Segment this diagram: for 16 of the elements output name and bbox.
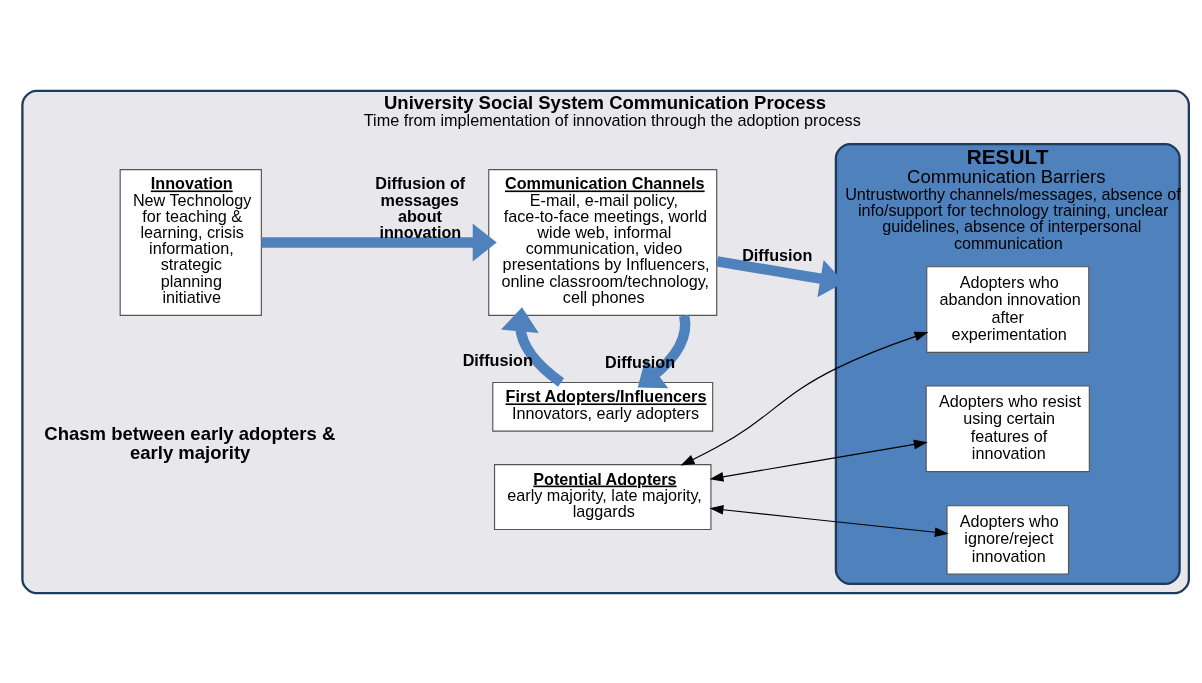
edge-label: Diffusion of messages about innovation	[375, 173, 466, 241]
node-box: Innovation New Technology for teaching & learning, crisis information, strategic planning initiative	[119, 168, 262, 316]
label: Chasm between early adopters & early majority	[44, 422, 336, 463]
arrow	[261, 223, 497, 261]
edge-label: Diffusion	[742, 245, 813, 264]
arrow	[709, 504, 949, 537]
arrow	[501, 306, 565, 387]
arrow	[709, 439, 928, 482]
edge-label: Diffusion	[462, 350, 533, 369]
node-box: Potential Adopters early majority, late majority, laggards	[493, 463, 712, 530]
node-box: Adopters who abandon innovation after experimentation	[926, 265, 1090, 353]
node-box: First Adopters/Influencers Innovators, early adopters	[492, 381, 714, 432]
node-box: Communication Channels E-mail, e-mail policy, face-to-face meetings, world wide web, informal communication, video presentations by Influencers, online classroom/technology, cell phones	[488, 168, 718, 316]
node-box: Adopters who resist using certain features of innovation	[925, 384, 1090, 472]
node-box: Adopters who ignore/reject innovation	[946, 504, 1070, 575]
arrow	[680, 331, 929, 465]
